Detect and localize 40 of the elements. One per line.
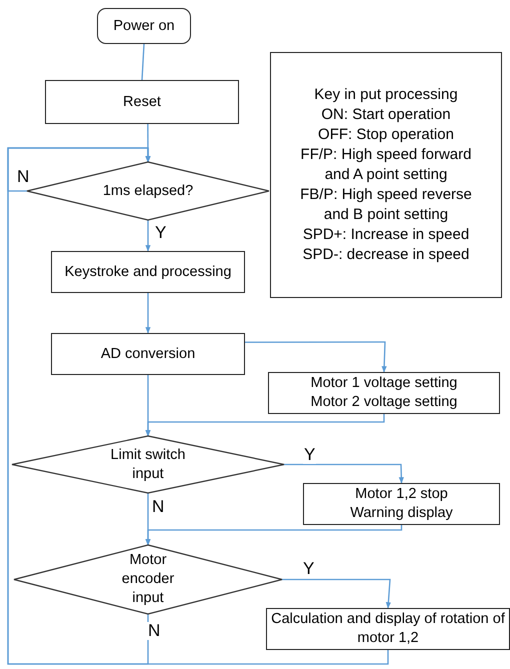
decision-diamond: [27, 162, 269, 220]
arrow: [7, 147, 151, 192]
process-box: [51, 333, 245, 375]
arrow: [282, 578, 391, 609]
node-label: Motor 1 voltage setting: [310, 374, 458, 393]
connector-line: [141, 44, 145, 80]
node-label: Calculation and display of rotation of motor 1,2: [270, 610, 506, 648]
node-label: 1ms elapsed?: [102, 182, 194, 200]
arrow: [145, 293, 151, 334]
node-label: Motor 2 voltage setting: [310, 393, 458, 412]
note-box: [270, 52, 502, 298]
process-box: [303, 483, 500, 525]
arrow: [284, 464, 404, 484]
node-label: Power on: [113, 16, 175, 36]
node-label: Warning display: [350, 504, 453, 523]
start-box: [97, 8, 191, 44]
arrow: [145, 220, 151, 252]
node-label: Motor encoder input: [120, 551, 176, 608]
note-item: SPD+: Increase in speed: [302, 225, 470, 245]
node-label: Motor 1,2 stop: [355, 485, 448, 504]
note-heading: Key in put processing: [314, 85, 458, 105]
note-item: ON: Start operation: [321, 105, 451, 125]
node-label: Keystroke and processing: [64, 262, 232, 282]
note-item: OFF: Stop operation: [318, 125, 454, 145]
decision-diamond: [12, 436, 284, 493]
edge-label: Y: [303, 446, 316, 464]
note-item: SPD-: decrease in speed: [302, 245, 470, 265]
process-box: [45, 80, 239, 124]
process-box: [51, 251, 245, 293]
process-box: [268, 372, 500, 414]
node-label: Limit switch input: [110, 446, 186, 484]
note-item: FB/P: High speed reverse and B point setting: [299, 185, 473, 225]
arrow: [245, 341, 387, 373]
node-label: Reset: [123, 92, 161, 112]
edge-label: N: [147, 622, 162, 640]
decision-diamond: [14, 545, 282, 614]
node-label: AD conversion: [100, 344, 196, 364]
note-item: FF/P: High speed forward and A point setting: [300, 145, 472, 185]
arrow: [145, 525, 402, 546]
arrow: [145, 375, 151, 437]
